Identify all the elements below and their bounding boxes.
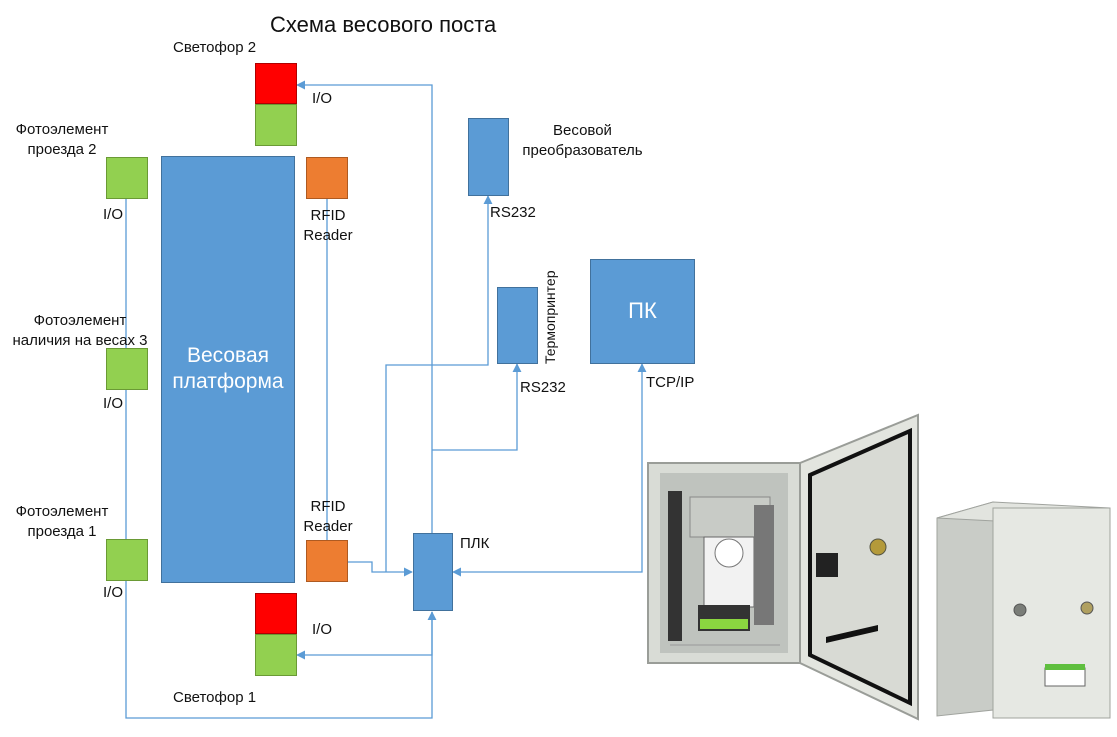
converter-rs232: RS232 [490,204,536,221]
converter-line1: Весовой [553,122,612,139]
traffic-light-1-label: Светофор 1 [173,689,257,706]
rfid-bottom-line1: RFID [310,498,346,515]
rfid-reader-top-label: RFID Reader [297,206,359,246]
tcpip-label: TCP/IP [646,374,695,391]
photo-element-3 [106,348,148,390]
weighing-platform [161,156,295,583]
rfid-top-line1: RFID [310,207,346,224]
photo-element-1-label: Фотоэлемент проезда 1 [2,502,122,542]
weight-converter-label: Весовой преобразователь [515,121,650,161]
weight-converter [468,118,509,196]
photo-element-2-io: I/O [103,206,124,223]
photo-element-2 [106,157,148,199]
rfid-reader-bottom [306,540,348,582]
wire-rfid-plc [347,561,413,577]
wire-pc-plc [452,363,647,577]
photo-element-1-line1: Фотоэлемент [15,503,109,520]
photo-element-1-line2: проезда 1 [27,523,97,540]
photo-element-1-io: I/O [103,584,124,601]
pc-label: ПК [628,298,657,323]
thermoprinter-text: Термопринтер [542,270,558,365]
traffic-light-2-label: Светофор 2 [173,39,257,56]
photo-element-2-label: Фотоэлемент проезда 2 [2,120,122,160]
thermoprinter-label: Термопринтер [540,254,560,365]
rfid-top-line2: Reader [303,227,353,244]
platform-label-line1: Весовая [186,344,270,367]
traffic-light-2-io: I/O [312,90,333,107]
closed-cabinet-image [936,501,1111,719]
wire-photo-chain [125,198,437,719]
photo-element-3-label: Фотоэлемент наличия на весах 3 [10,311,150,351]
wire-plc-light2 [296,80,433,533]
platform-label-line2: платформа [172,370,284,393]
traffic-light-1-red [255,593,297,634]
rfid-bottom-line2: Reader [303,518,353,535]
traffic-light-2-green [255,104,297,146]
plc-label: ПЛК [460,535,490,552]
wire-printer-plc [432,363,522,451]
photo-element-2-line1: Фотоэлемент [15,121,109,138]
photo-element-2-line2: проезда 2 [27,141,97,158]
traffic-light-1-green [255,634,297,676]
plc-box [413,533,453,611]
platform-label: Весовая платформа [161,343,295,395]
diagram-title: Схема весового поста [270,12,497,37]
photo-element-3-line2: наличия на весах 3 [12,332,148,349]
traffic-light-2-red [255,63,297,104]
traffic-light-1-io: I/O [312,621,333,638]
photo-element-3-io: I/O [103,395,124,412]
printer-rs232: RS232 [520,379,566,396]
converter-line2: преобразователь [522,142,643,159]
pc-box [590,259,695,364]
wire-converter-plc [385,195,493,572]
rfid-reader-bottom-label: RFID Reader [297,497,359,537]
photo-element-3-line1: Фотоэлемент [33,312,127,329]
thermoprinter [497,287,538,364]
open-cabinet-image [647,413,919,721]
photo-element-1 [106,539,148,581]
rfid-reader-top [306,157,348,199]
